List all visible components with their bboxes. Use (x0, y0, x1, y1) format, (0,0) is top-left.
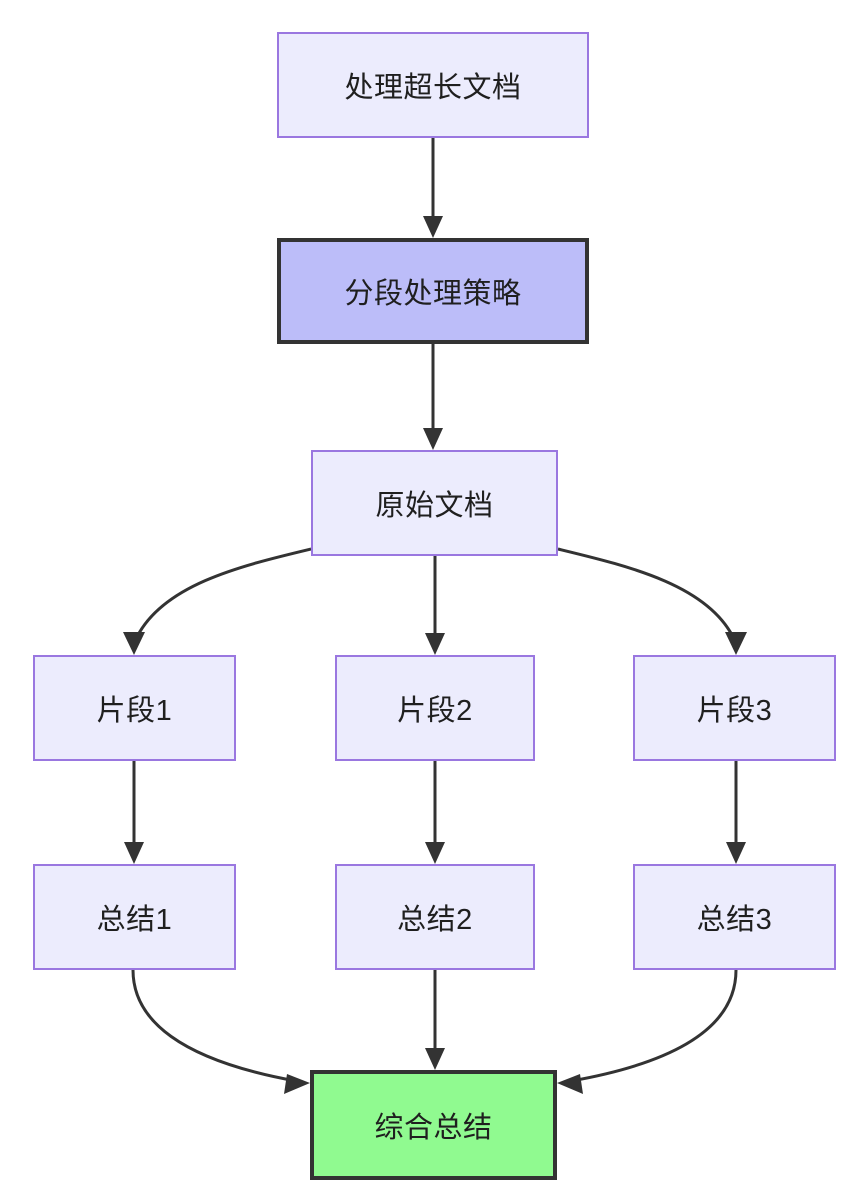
arrowhead-summary3 (726, 842, 746, 864)
node-summary2[interactable]: 总结2 (335, 864, 535, 970)
arrowhead-summary1 (124, 842, 144, 864)
arrowhead-summary2 (425, 842, 445, 864)
node-chunk2[interactable]: 片段2 (335, 655, 535, 761)
node-label: 处理超长文档 (344, 72, 522, 104)
arrowhead-chunk2 (425, 633, 445, 655)
node-doc-task[interactable]: 处理超长文档 (277, 32, 589, 138)
node-label: 片段3 (696, 695, 773, 727)
node-summary3[interactable]: 总结3 (633, 864, 836, 970)
arrowhead-final-right (557, 1074, 583, 1094)
edge-source-doc-to-chunk3 (557, 547, 737, 642)
node-label: 原始文档 (375, 490, 494, 522)
arrowhead-strategy (423, 216, 443, 238)
edge-summary1-to-final (131, 969, 297, 1083)
node-chunk1[interactable]: 片段1 (33, 655, 236, 761)
arrowhead-chunk3 (725, 632, 747, 655)
node-label: 片段1 (96, 695, 173, 727)
node-label: 分段处理策略 (344, 278, 522, 310)
arrowhead-final-left (284, 1074, 310, 1094)
arrowhead-final-top (425, 1048, 445, 1070)
edge-source-doc-to-chunk1 (133, 547, 312, 642)
node-final-summary[interactable]: 综合总结 (310, 1070, 557, 1180)
node-chunk3[interactable]: 片段3 (633, 655, 836, 761)
node-label: 总结2 (397, 904, 473, 936)
arrowhead-chunk1 (123, 632, 145, 655)
node-summary1[interactable]: 总结1 (33, 864, 236, 970)
node-label: 综合总结 (374, 1112, 493, 1144)
node-strategy[interactable]: 分段处理策略 (277, 238, 589, 344)
edge-summary3-to-final (570, 969, 738, 1083)
node-label: 总结1 (96, 904, 173, 936)
arrowhead-source-doc (423, 428, 443, 450)
node-source-doc[interactable]: 原始文档 (311, 450, 558, 556)
node-label: 总结3 (696, 904, 773, 936)
node-label: 片段2 (397, 695, 473, 727)
